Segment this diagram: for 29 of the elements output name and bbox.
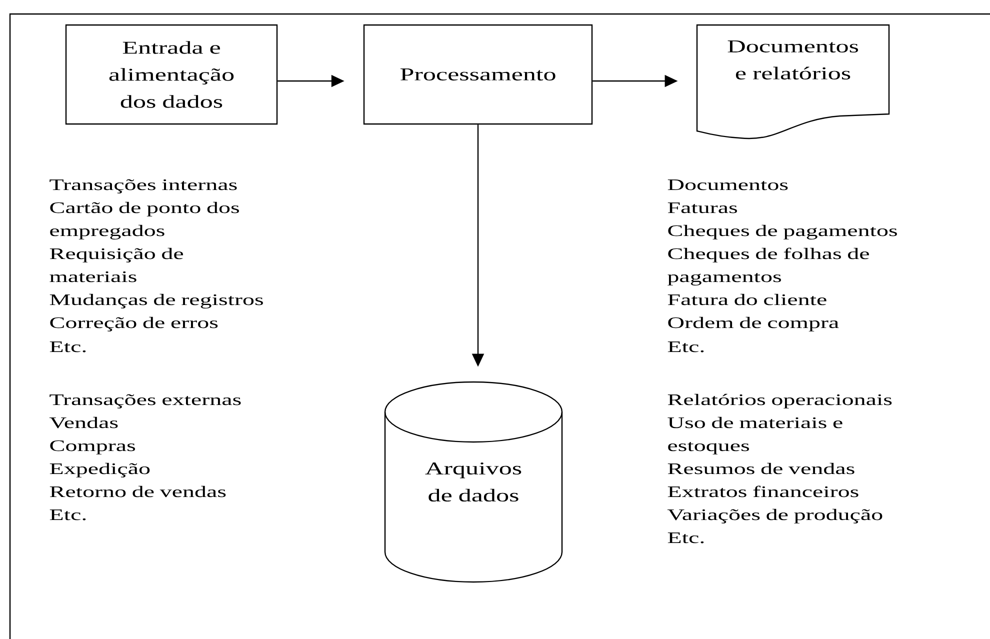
list-item: Requisição de materiais xyxy=(50,248,183,282)
list-item: Fatura do cliente xyxy=(668,294,826,306)
list-item: Documentos xyxy=(668,180,788,190)
list-item: Mudanças de registros xyxy=(50,294,263,308)
database-cylinder: Arquivos de dados xyxy=(384,381,563,583)
list-item: Variações de produção xyxy=(667,508,882,524)
list-item: Uso de materiais e estoques xyxy=(668,416,842,454)
list-item: Cartão de ponto dos empregados xyxy=(50,202,239,240)
list-item: Cheques de folhas de pagamentos xyxy=(668,248,869,286)
list-item: Faturas xyxy=(668,202,737,214)
process-box: Processamento xyxy=(363,24,593,125)
list-item: Transações externas xyxy=(50,394,241,408)
list-item: Compras xyxy=(50,440,135,454)
list-item: Retorno de vendas xyxy=(50,486,226,498)
process-box: Entrada e alimentação dos dados xyxy=(65,24,278,125)
list-item: Transações internas xyxy=(50,179,237,194)
node-label: Arquivos de dados xyxy=(425,462,522,502)
list-item: Etc. xyxy=(668,532,704,544)
list-item: Etc. xyxy=(668,342,704,352)
list-item: Extratos financeiros xyxy=(668,486,858,498)
list-item: Vendas xyxy=(49,416,118,428)
list-item: Etc. xyxy=(50,510,86,520)
list-item: Cheques de pagamentos xyxy=(668,224,897,240)
list-item: Etc. xyxy=(50,342,86,352)
list-item: Correção de erros xyxy=(50,316,218,332)
list-item: Expedição xyxy=(50,462,150,478)
list-item: Ordem de compra xyxy=(668,316,839,332)
list-item: Relatórios operacionais xyxy=(668,394,892,408)
list-item: Resumos de vendas xyxy=(668,462,854,474)
